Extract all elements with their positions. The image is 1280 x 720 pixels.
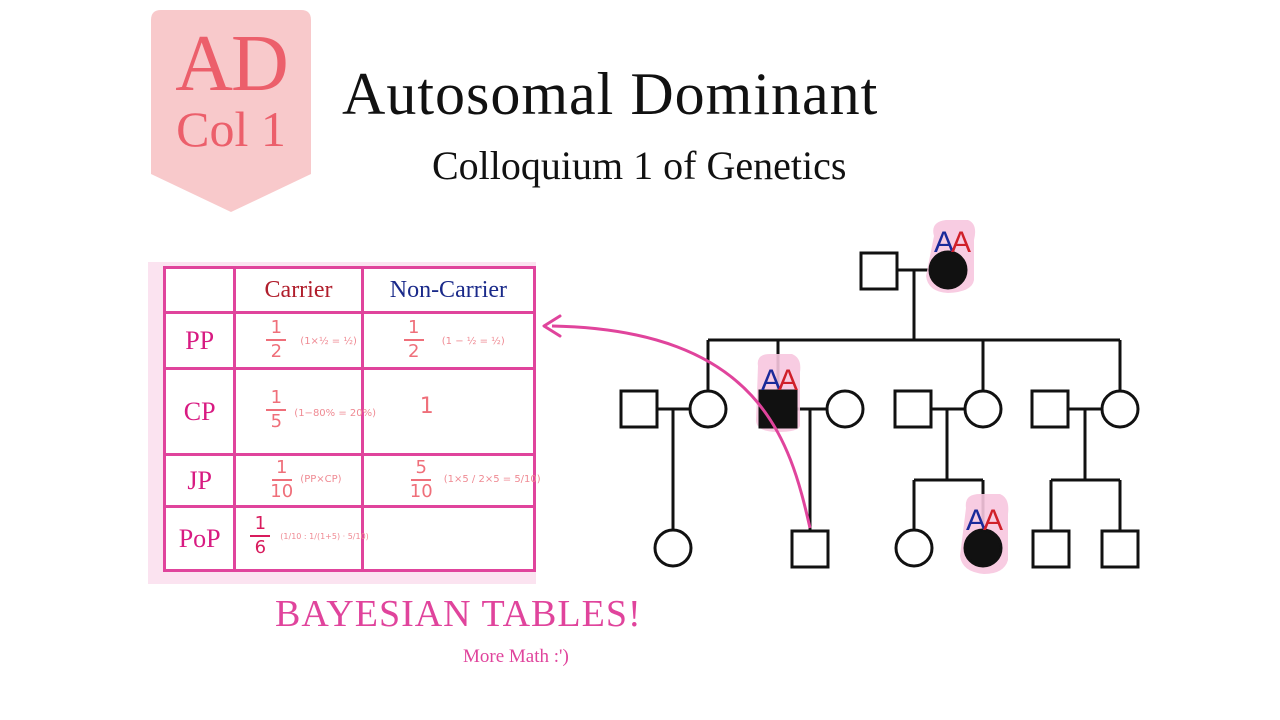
numerator: 1 [254, 513, 267, 534]
male-unaffected [619, 389, 659, 429]
column-header-non-carrier: Non-Carrier [360, 266, 537, 314]
badge-shape [151, 10, 311, 212]
caption-subtitle: More Math :') [463, 646, 569, 667]
denominator: 10 [270, 481, 294, 502]
caption-title: BAYESIAN TABLES! [275, 593, 642, 635]
genotype-allele-1: A [934, 226, 954, 259]
column-header-carrier: Carrier [233, 266, 364, 314]
cell-pp-non-carrier: 1 2 (1 − ½ = ½) [360, 311, 537, 370]
cell-jp-carrier: 1 10 (PP×CP) [233, 453, 364, 508]
calc-note: (1−80% = 20%) [294, 408, 377, 419]
cell-cp-non-carrier: 1 [360, 367, 537, 456]
cell-jp-non-carrier: 5 10 (1×5 / 2×5 = 5/10) [360, 453, 541, 508]
fraction-bar [266, 339, 287, 341]
male-unaffected [1030, 389, 1070, 429]
fraction-bar [411, 479, 432, 481]
genotype-allele-2: A [983, 504, 1003, 537]
numerator: 1 [408, 317, 420, 338]
fraction: 5 10 [410, 458, 433, 502]
male-unaffected [1100, 529, 1140, 569]
cell-pp-carrier: 1 2 (1×½ = ½) [233, 311, 364, 370]
table-row-cp: CP 1 5 (1−80% = 20%) 1 [162, 367, 537, 456]
page-title: Autosomal Dominant [342, 61, 879, 127]
bayesian-table: Carrier Non-Carrier PP 1 2 (1×½ = ½) 1 2… [162, 266, 541, 572]
badge-sub: Col 1 [176, 101, 286, 157]
row-label-pop: PoP [162, 505, 237, 572]
row-label-cp: CP [162, 367, 237, 456]
table-row-pp: PP 1 2 (1×½ = ½) 1 2 (1 − ½ = ½) [162, 311, 537, 370]
female-unaffected [963, 389, 1003, 429]
calc-note: (1/10 : 1/(1+5) · 5/10) [280, 532, 369, 541]
row-label-jp: JP [162, 453, 237, 508]
numerator: 1 [276, 457, 288, 478]
numerator: 5 [415, 457, 427, 478]
male-unaffected [1031, 529, 1071, 569]
arrow-head [542, 314, 562, 338]
badge-code: AD [175, 20, 289, 108]
fraction: 1 6 [250, 513, 271, 558]
genotype-allele-1: A [761, 364, 781, 397]
denominator: 10 [409, 481, 433, 502]
table-row-jp: JP 1 10 (PP×CP) 5 10 (1×5 / 2×5 = 5/10) [162, 453, 541, 508]
female-affected [963, 528, 1003, 568]
calc-note: (1×½ = ½) [300, 336, 357, 347]
page-subtitle: Colloquium 1 of Genetics [432, 143, 847, 188]
fraction-bar [403, 339, 424, 341]
numerator: 1 [270, 387, 283, 408]
male-consultand [790, 529, 830, 569]
fraction-bar [271, 479, 292, 481]
fraction: 1 10 [270, 458, 293, 502]
fraction-bar [266, 409, 287, 411]
cell-pop-carrier: 1 6 (1/10 : 1/(1+5) · 5/10) [233, 505, 369, 572]
fraction-bar [250, 535, 271, 537]
genotype-allele-2: A [951, 226, 971, 259]
genotype-allele-1: A [966, 504, 986, 537]
genotype-allele-2: A [778, 364, 798, 397]
female-unaffected [825, 389, 865, 429]
course-badge: AD Col 1 [151, 10, 311, 214]
fraction: 1 5 [266, 387, 287, 432]
fraction: 1 2 [403, 317, 424, 362]
cell-pop-non-carrier [360, 505, 537, 572]
calc-note: (1×5 / 2×5 = 5/10) [443, 474, 541, 485]
denominator: 6 [254, 537, 267, 558]
female-unaffected [688, 389, 728, 429]
bayesian-table-highlight: Carrier Non-Carrier PP 1 2 (1×½ = ½) 1 2… [148, 262, 541, 584]
female-unaffected [894, 528, 934, 568]
calc-note: (PP×CP) [300, 474, 342, 485]
cell-cp-carrier: 1 5 (1−80% = 20%) [233, 367, 376, 456]
table-corner-cell [162, 266, 237, 314]
female-affected [928, 250, 968, 290]
cell-value: 1 [419, 394, 434, 419]
table-header-row: Carrier Non-Carrier [162, 266, 537, 314]
arrow-path [551, 324, 812, 529]
denominator: 5 [270, 411, 283, 432]
male-affected [758, 389, 798, 429]
female-unaffected [1100, 389, 1140, 429]
table-row-pop: PoP 1 6 (1/10 : 1/(1+5) · 5/10) [162, 505, 537, 572]
row-label-pp: PP [162, 311, 237, 370]
fraction: 1 2 [266, 317, 287, 362]
male-unaffected [893, 389, 933, 429]
female-unaffected [653, 528, 693, 568]
calc-note: (1 − ½ = ½) [441, 336, 505, 347]
denominator: 2 [408, 341, 420, 362]
numerator: 1 [270, 317, 283, 338]
denominator: 2 [270, 341, 283, 362]
male-unaffected [859, 251, 899, 291]
